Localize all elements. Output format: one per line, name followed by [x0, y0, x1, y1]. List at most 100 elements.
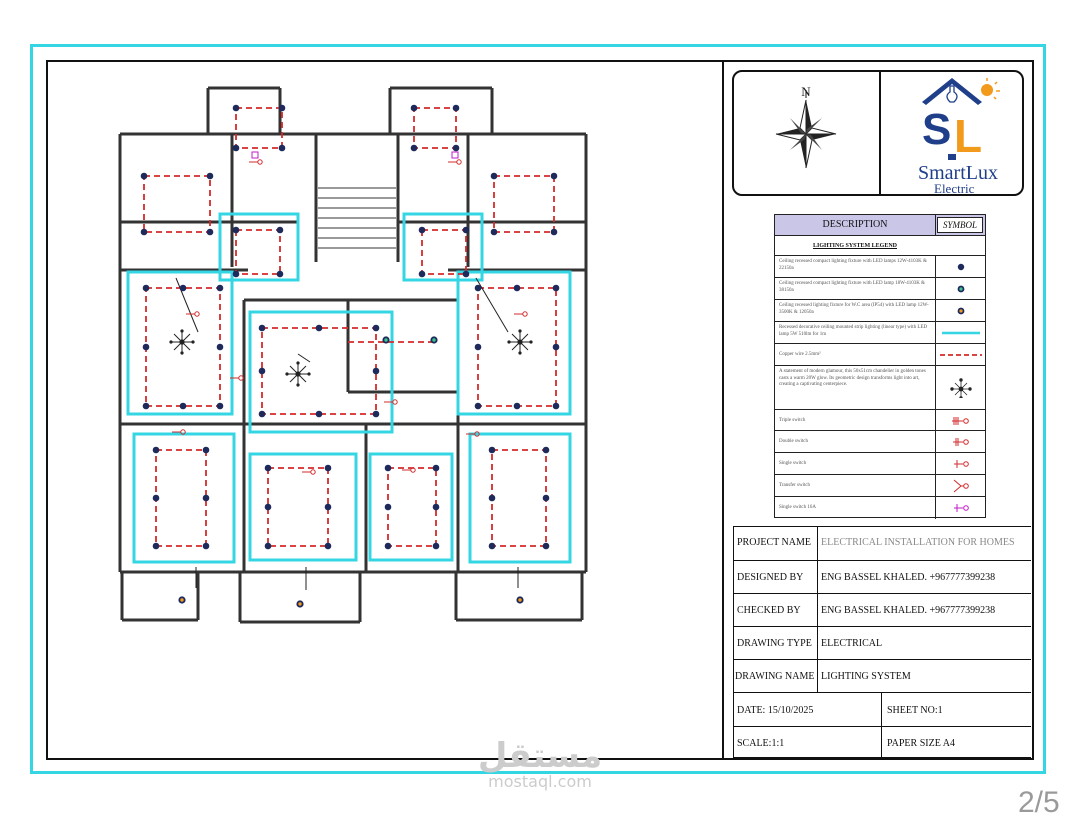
- ceiling-lamp-icon: [179, 402, 187, 410]
- ceiling-lamp-icon: [216, 284, 224, 292]
- ceiling-lamp-icon: [202, 494, 210, 502]
- legend-title: LIGHTING SYSTEM LEGEND: [812, 243, 898, 249]
- ceiling-lamp-icon: [152, 494, 160, 502]
- checked-by-row: CHECKED BY ENG BASSEL KHALED. +967777399…: [733, 593, 1031, 627]
- north-arrow: N: [734, 72, 879, 194]
- legend-row-text: Copper wire 2.5mm²: [779, 352, 821, 357]
- ceiling-lamp-icon: [216, 343, 224, 351]
- ceiling-lamp-icon: [552, 343, 560, 351]
- single-switch-icon: [954, 460, 969, 468]
- sheet-outer-frame: [30, 44, 1046, 774]
- wire-loop: [413, 107, 457, 149]
- project-name-label: PROJECT NAME: [737, 537, 811, 548]
- led-strip-outline: [132, 432, 236, 564]
- ceiling-lamp-icon: [278, 144, 286, 152]
- legend-row-symbol: [935, 453, 986, 475]
- ceiling-lamp-icon: [372, 410, 380, 418]
- legend-row-symbol: [935, 322, 986, 344]
- smartlux-logo-icon: S L: [922, 78, 1000, 162]
- lamp-green-icon: [957, 285, 965, 293]
- legend-row-symbol: [935, 410, 986, 431]
- lamp-orange-icon: [957, 307, 965, 315]
- drawing-name-value: LIGHTING SYSTEM: [821, 671, 911, 682]
- legend-row: Ceiling recessed lighting fixture for W.…: [775, 299, 985, 322]
- title-block-border: [733, 526, 1031, 758]
- ceiling-lamp-icon: [418, 270, 426, 278]
- transfer-switch-icon: [953, 479, 969, 493]
- wire-loop: [261, 327, 377, 415]
- ceiling-lamp-icon: [278, 104, 286, 112]
- ceiling-lamp-icon: [324, 542, 332, 550]
- switch-icon: [194, 311, 200, 317]
- checked-by-value: ENG BASSEL KHALED. +967777399238: [821, 605, 996, 616]
- ceiling-lamp-icon: [142, 402, 150, 410]
- lamp-core: [384, 338, 388, 342]
- drawing-name-row: DRAWING NAME LIGHTING SYSTEM: [733, 659, 1031, 693]
- header-split: [879, 72, 881, 194]
- legend-row: Copper wire 2.5mm²: [775, 343, 985, 366]
- ceiling-lamp-icon: [462, 226, 470, 234]
- ceiling-lamp-icon: [202, 446, 210, 454]
- chandelier-icon: [950, 378, 972, 398]
- ceiling-lamp-icon: [152, 446, 160, 454]
- ceiling-lamp-icon: [264, 503, 272, 511]
- led-strip-outline: [126, 270, 234, 416]
- legend-row-text: Single switch: [779, 461, 807, 466]
- ceiling-lamp-icon: [418, 226, 426, 234]
- chandelier-layer: [169, 329, 533, 387]
- ceiling-lamp-icon: [258, 367, 266, 375]
- ceiling-lamp-icon: [488, 494, 496, 502]
- chandelier-icon: [169, 329, 195, 355]
- chandelier-icon: [285, 361, 311, 387]
- ceiling-lamp-icon: [513, 402, 521, 410]
- title-block: PROJECT NAME ELECTRICAL INSTALLATION FOR…: [733, 526, 1033, 760]
- project-name-value: ELECTRICAL INSTALLATION FOR HOMES: [821, 537, 1015, 548]
- ceiling-lamp-icon: [462, 270, 470, 278]
- lamp-core: [432, 338, 436, 342]
- switch-icon: [238, 375, 244, 381]
- checked-by-label: CHECKED BY: [737, 605, 801, 616]
- ceiling-lamp-icon: [372, 324, 380, 332]
- single-switch-16a-icon: [954, 504, 969, 512]
- legend-row-symbol: [935, 256, 986, 278]
- wire-loop: [145, 287, 221, 407]
- watermark-arabic: مستقل: [477, 736, 603, 776]
- floor-plan: [118, 86, 588, 624]
- compass-rose-icon: [775, 99, 837, 169]
- ceiling-lamp-icon: [202, 542, 210, 550]
- ceiling-lamp-icon: [384, 542, 392, 550]
- ceiling-lamp-icon: [488, 446, 496, 454]
- ceiling-lamp-icon: [513, 284, 521, 292]
- ceiling-lamp-icon: [452, 104, 460, 112]
- switch-icon: [180, 429, 186, 435]
- switch-icon: [257, 159, 263, 165]
- legend-row-symbol: [935, 431, 986, 453]
- lamp-core: [518, 598, 522, 602]
- switch-16a-icon: [451, 151, 459, 159]
- lamp-layer: [140, 104, 560, 608]
- lamp-core: [180, 598, 184, 602]
- wire-red-dash-icon: [940, 354, 982, 356]
- legend-row-symbol: [935, 344, 986, 366]
- ceiling-lamp-icon: [384, 503, 392, 511]
- drawing-name-divider: [817, 659, 818, 692]
- ceiling-lamp-icon: [232, 270, 240, 278]
- lamp-core: [298, 602, 302, 606]
- ceiling-lamp-icon: [474, 343, 482, 351]
- legend-row-text: A statement of modern glamour, this 50x5…: [779, 369, 926, 387]
- wire-loop: [235, 107, 283, 149]
- legend-row: Single switch: [775, 452, 985, 475]
- wire-loop: [493, 175, 555, 233]
- ceiling-lamp-icon: [140, 172, 148, 180]
- designed-by-label: DESIGNED BY: [737, 572, 804, 583]
- ceiling-lamp-icon: [488, 542, 496, 550]
- ceiling-lamp-icon: [142, 343, 150, 351]
- title-header-box: N: [732, 70, 1024, 196]
- led-strip-outline: [468, 432, 572, 564]
- ceiling-lamp-icon: [258, 324, 266, 332]
- ceiling-lamp-icon: [474, 284, 482, 292]
- double-switch-icon: [953, 438, 969, 446]
- date-scale-divider: [881, 692, 882, 758]
- lamp-navy-icon: [957, 263, 965, 271]
- designed-by-row: DESIGNED BY ENG BASSEL KHALED. +96777739…: [733, 560, 1031, 594]
